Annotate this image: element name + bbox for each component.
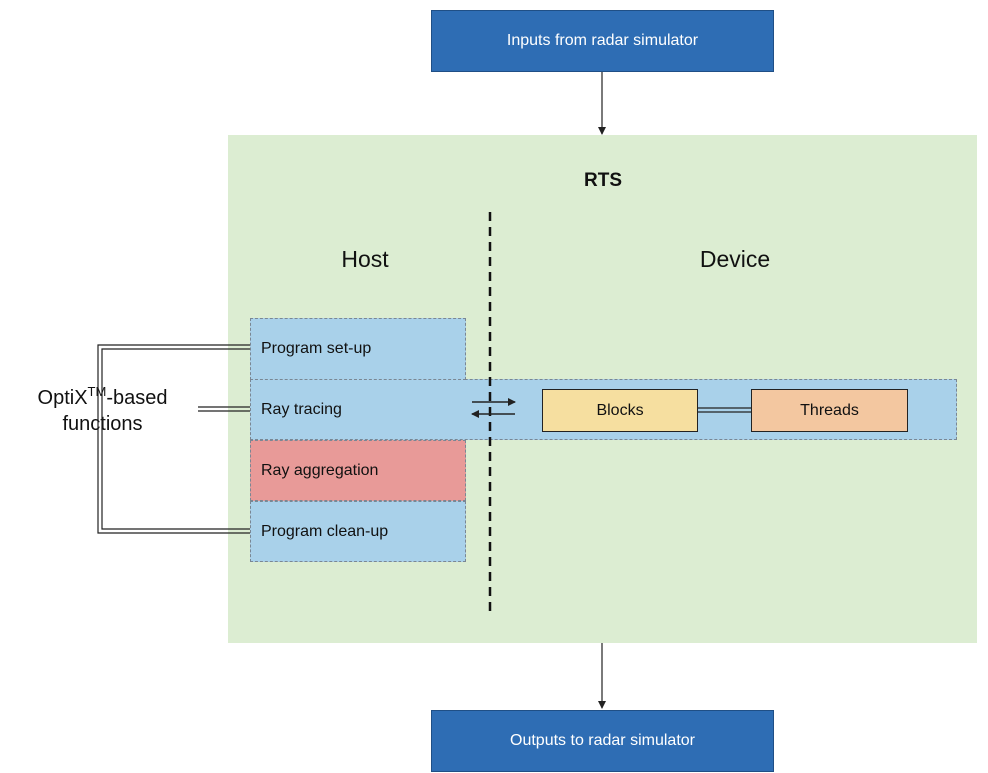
optix-bracket-raytracing — [198, 406, 250, 412]
blocks-box: Blocks — [542, 389, 698, 432]
optix-suffix: -based — [106, 387, 168, 409]
program-setup-label: Program set-up — [261, 340, 372, 357]
inputs-box: Inputs from radar simulator — [431, 10, 774, 72]
rts-title: RTS — [584, 170, 622, 191]
ray-aggregation-label: Ray aggregation — [261, 461, 379, 479]
program-cleanup-label: Program clean-up — [261, 522, 389, 540]
blocks-label: Blocks — [596, 401, 644, 419]
threads-box: Threads — [751, 389, 908, 432]
device-label: Device — [699, 246, 771, 272]
blocks-threads-link — [698, 407, 751, 413]
threads-label: Threads — [800, 401, 859, 419]
program-cleanup-step: Program clean-up — [250, 501, 466, 562]
ray-aggregation-step: Ray aggregation — [250, 440, 466, 501]
host-label: Host — [341, 246, 389, 272]
optix-functions-label: OptiXTM-based functions — [10, 385, 195, 437]
ray-tracing-label: Ray tracing — [261, 400, 342, 418]
optix-bracket-outer — [97, 344, 250, 534]
optix-prefix: OptiX — [37, 387, 88, 409]
inputs-box-label: Inputs from radar simulator — [506, 32, 699, 49]
program-setup-step: Program set-up — [250, 318, 466, 380]
optix-functions-line1: OptiXTM-based — [10, 385, 195, 411]
outputs-box-label: Outputs to radar simulator — [510, 732, 695, 749]
outputs-box: Outputs to radar simulator — [431, 710, 774, 772]
